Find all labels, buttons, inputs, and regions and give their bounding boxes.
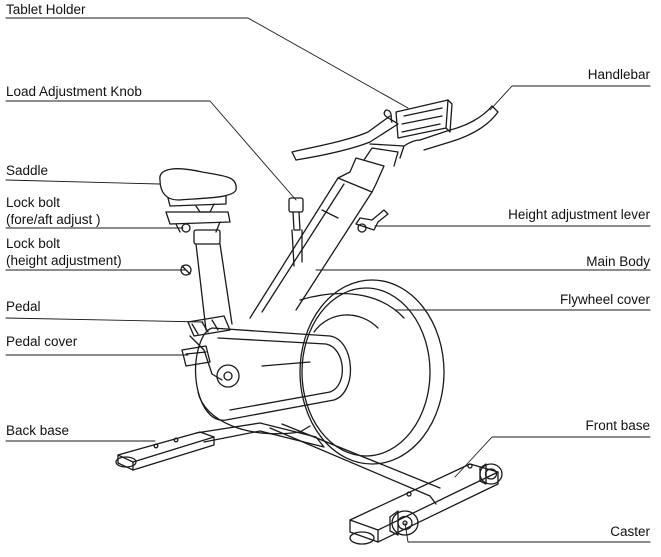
seat-assembly	[159, 168, 237, 331]
label-pedal: Pedal	[6, 299, 41, 314]
leader-saddle	[5, 179, 161, 185]
label-caster: Caster	[610, 524, 650, 539]
label-back-base: Back base	[6, 423, 70, 438]
leader-pedal	[5, 317, 204, 323]
main-body-part	[249, 157, 385, 319]
height-lever-part	[355, 209, 389, 233]
tablet-holder-part	[395, 99, 453, 139]
label-tablet-holder: Tablet Holder	[6, 2, 86, 17]
label-lock-bolt-height: Lock bolt	[6, 236, 61, 251]
front-base-part	[349, 463, 499, 545]
pedal-part	[181, 315, 231, 381]
label-handlebar: Handlebar	[587, 67, 650, 82]
flywheel-cover-part	[299, 279, 445, 465]
label-load-adjustment-knob: Load Adjustment Knob	[6, 84, 142, 99]
crank-housing	[194, 327, 352, 435]
leader-load-knob	[5, 100, 297, 201]
caster-part	[389, 463, 503, 536]
label-flywheel-cover: Flywheel cover	[559, 292, 650, 307]
label-lock-bolt-fore-aft-detail: (fore/aft adjust )	[6, 212, 101, 227]
leader-tablet-holder	[5, 17, 409, 109]
handlebar-part	[291, 105, 499, 167]
frame-rails	[195, 422, 441, 505]
load-knob-part	[288, 197, 304, 267]
back-base-part	[115, 431, 215, 471]
leader-handlebar	[489, 85, 651, 111]
label-front-base: Front base	[585, 418, 650, 433]
label-height-adjustment-lever: Height adjustment lever	[508, 207, 650, 222]
label-lock-bolt-height-detail: (height adjustment)	[6, 253, 122, 268]
label-saddle: Saddle	[6, 163, 49, 178]
label-lock-bolt-fore-aft: Lock bolt	[6, 195, 61, 210]
label-pedal-cover: Pedal cover	[6, 334, 78, 349]
label-main-body: Main Body	[586, 254, 650, 269]
leader-front-base	[454, 436, 651, 478]
